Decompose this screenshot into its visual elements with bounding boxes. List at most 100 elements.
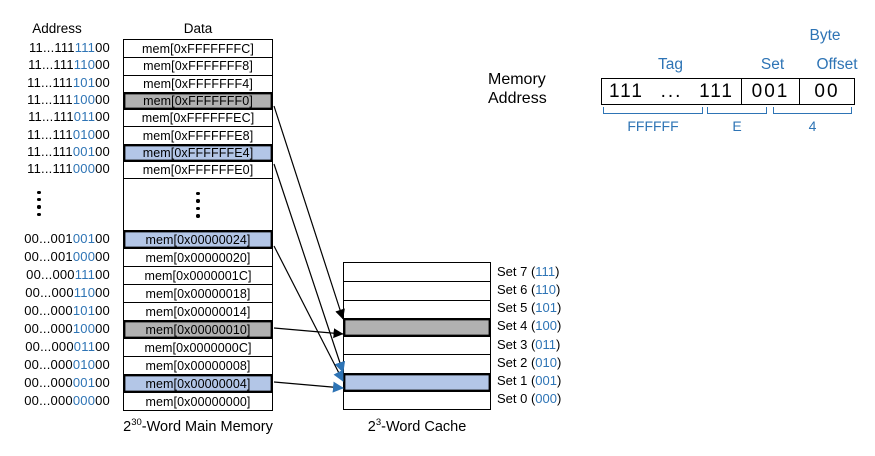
cache-row bbox=[344, 299, 490, 318]
cache-set-label: Set 0 (000) bbox=[497, 390, 587, 408]
address-set-bits: 101 bbox=[72, 74, 96, 90]
main-memory-table: mem[0xFFFFFFFC]mem[0xFFFFFFF8]mem[0xFFFF… bbox=[123, 39, 273, 412]
ellipsis-dot bbox=[196, 192, 200, 196]
cache-set-label-bits: 011 bbox=[535, 336, 557, 352]
tag-field: 111...111 bbox=[602, 79, 741, 104]
address-offset-bits: 00 bbox=[95, 92, 110, 108]
memory-cell-text: mem[0xFFFFFFE4] bbox=[142, 145, 254, 160]
address-prefix-bits: 00...000 bbox=[25, 338, 74, 354]
main-memory-caption: 230-Word Main Memory bbox=[93, 417, 303, 435]
address-set-bits: 001 bbox=[72, 230, 96, 246]
address-set-bits: 110 bbox=[73, 284, 96, 300]
cache-caption: 23-Word Cache bbox=[343, 417, 491, 435]
cache-set-label-pre: Set 3 ( bbox=[497, 336, 536, 352]
address-ellipsis-row bbox=[0, 177, 114, 229]
address-offset-bits: 00 bbox=[95, 126, 110, 142]
memory-cell-text: mem[0xFFFFFFE0] bbox=[142, 163, 254, 178]
cache-set-label-post: ) bbox=[556, 336, 561, 352]
caption-exponent: 3 bbox=[375, 417, 382, 428]
memory-cell: mem[0xFFFFFFE8] bbox=[124, 126, 272, 143]
cache-set-label-pre: Set 4 ( bbox=[497, 318, 536, 334]
address-offset-bits: 00 bbox=[95, 143, 110, 159]
memory-cell-text: mem[0x00000024] bbox=[145, 232, 251, 247]
address-offset-bits: 00 bbox=[95, 57, 110, 73]
cache-set-label-pre: Set 2 ( bbox=[497, 354, 536, 370]
address-offset-bits: 00 bbox=[95, 374, 110, 390]
address-set-bits: 000 bbox=[72, 248, 96, 264]
data-column-header: Data bbox=[183, 21, 213, 36]
memory-address-label: Memory Address bbox=[488, 70, 547, 108]
cache-set-label-pre: Set 5 ( bbox=[497, 300, 536, 316]
memory-cell: mem[0xFFFFFFF4] bbox=[124, 74, 272, 92]
address-offset-bits: 00 bbox=[95, 302, 110, 318]
cache-set-label-pre: Set 6 ( bbox=[497, 281, 536, 297]
set-field-label: Set bbox=[760, 56, 785, 73]
memory-address-label-line1: Memory bbox=[488, 71, 546, 88]
address-prefix-bits: 11...111 bbox=[27, 143, 73, 159]
cache-set-label-bits: 001 bbox=[535, 373, 557, 389]
memory-cell: mem[0x0000001C] bbox=[124, 266, 272, 284]
memory-cell: mem[0x00000008] bbox=[124, 356, 272, 374]
address-set-bits: 011 bbox=[73, 109, 96, 125]
address-set-bits: 000 bbox=[72, 392, 96, 408]
hex-label-e: E bbox=[732, 118, 742, 134]
memory-cell-text: mem[0x00000004] bbox=[145, 376, 251, 391]
cache-set-label: Set 6 (110) bbox=[497, 280, 587, 298]
memory-cell: mem[0x00000000] bbox=[124, 392, 272, 410]
caption-base: 2 bbox=[367, 418, 376, 435]
address-offset-bits: 00 bbox=[95, 356, 110, 372]
address-prefix-bits: 00...000 bbox=[24, 356, 73, 372]
memory-cell: mem[0x00000020] bbox=[124, 248, 272, 266]
memory-cell: mem[0xFFFFFFFC] bbox=[124, 40, 272, 57]
address-prefix-bits: 00...000 bbox=[24, 374, 73, 390]
address-prefix-bits: 00...000 bbox=[26, 266, 75, 282]
memory-cell-text: mem[0xFFFFFFEC] bbox=[141, 111, 255, 126]
cache-set-label-bits: 101 bbox=[535, 300, 557, 316]
memory-cell-text: mem[0xFFFFFFF8] bbox=[143, 59, 253, 74]
cache-row bbox=[344, 281, 490, 299]
address-prefix-bits: 11...111 bbox=[27, 126, 73, 142]
ellipsis-dot bbox=[37, 197, 41, 202]
cache-row bbox=[344, 354, 490, 372]
memory-cell: mem[0x00000024] bbox=[124, 230, 272, 249]
caption-base: 2 bbox=[123, 418, 132, 435]
address-set-bits: 110 bbox=[73, 57, 96, 73]
address-offset-bits: 00 bbox=[95, 284, 110, 300]
mapping-arrow bbox=[273, 163, 346, 373]
cache-row bbox=[344, 390, 490, 409]
cache-set-label-bits: 100 bbox=[535, 318, 557, 334]
cache-set-label-post: ) bbox=[557, 354, 562, 370]
address-offset-bits: 00 bbox=[95, 230, 110, 246]
address-prefix-bits: 00...000 bbox=[25, 284, 74, 300]
mapping-arrow bbox=[273, 245, 344, 382]
cache-set-label-bits: 000 bbox=[535, 391, 557, 407]
hex-underbrace-e bbox=[707, 107, 767, 114]
address-set-bits: 111 bbox=[74, 266, 96, 282]
memory-address-label-line2: Address bbox=[488, 90, 547, 107]
address-set-bits: 010 bbox=[72, 126, 96, 142]
address-set-bits: 100 bbox=[72, 92, 96, 108]
cache-set-label-post: ) bbox=[556, 281, 561, 297]
tag-bits-right: 111 bbox=[699, 80, 734, 102]
address-prefix-bits: 11...111 bbox=[28, 109, 74, 125]
address-offset-bits: 00 bbox=[95, 320, 110, 336]
set-field: 001 bbox=[741, 79, 799, 104]
memory-cell: mem[0x00000014] bbox=[124, 302, 272, 320]
ellipsis-dot bbox=[37, 190, 41, 194]
byte-offset-field: 00 bbox=[799, 79, 854, 104]
cache-set-labels: Set 7 (111)Set 6 (110)Set 5 (101)Set 4 (… bbox=[497, 262, 587, 408]
hex-label-ffffff: FFFFFF bbox=[627, 118, 679, 134]
address-offset-bits: 00 bbox=[95, 392, 110, 408]
memory-cell-text: mem[0xFFFFFFFC] bbox=[142, 41, 254, 56]
